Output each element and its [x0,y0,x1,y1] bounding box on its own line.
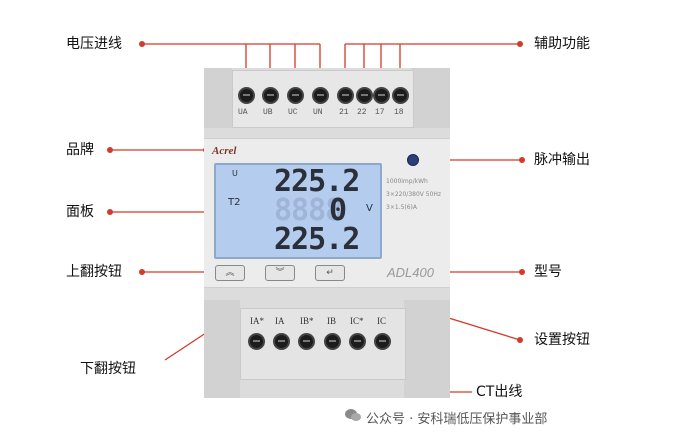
terminal-label-un: UN [313,108,323,117]
ct-label-ia-star: IA* [250,316,264,326]
page-down-button[interactable]: ︾ [265,265,295,281]
ct-screw-ib-star [298,333,315,350]
terminal-screw-uc [287,87,304,104]
terminal-label-18: 18 [394,108,404,117]
callout-page-up: 上翻按钮 [66,264,122,280]
terminal-screw-21 [337,87,354,104]
callout-aux-function: 辅助功能 [534,36,590,52]
ct-label-ib: IB [327,316,336,326]
callout-pulse-output: 脉冲输出 [534,152,590,168]
ct-screw-ia [273,333,290,350]
ct-screw-ib [324,333,341,350]
page-up-button[interactable]: ︽ [215,265,245,281]
spec-line-2: 3×220/380V 50Hz [386,191,442,198]
lcd-row-1: 225.2 [274,164,360,199]
ct-label-ic: IC [377,316,386,326]
lcd-row-2-ghost: 8888 [274,193,343,228]
ct-label-ia: IA [275,316,285,326]
terminal-screw-18 [392,87,409,104]
terminal-screw-ua [238,87,255,104]
din-rail-ear-left [204,68,232,128]
terminal-label-ub: UB [263,108,273,117]
terminal-label-uc: UC [288,108,298,117]
ct-label-ic-star: IC* [350,316,364,326]
terminal-label-21: 21 [339,108,349,117]
model-label: ADL400 [387,265,434,280]
set-button[interactable]: ↵ [315,265,345,281]
din-rail-ear-right [412,68,450,128]
spec-line-1: 1000imp/kWh [386,178,428,185]
terminal-label-ua: UA [238,108,248,117]
lcd-tariff: T2 [228,197,241,208]
watermark-text: 公众号 · 安科瑞低压保护事业部 [366,412,548,427]
ct-screw-ic [374,333,391,350]
terminal-screw-17 [373,87,390,104]
callout-brand: 品牌 [66,142,94,158]
bottom-ear-right [404,300,450,398]
ct-label-ib-star: IB* [300,316,314,326]
callout-voltage-input: 电压进线 [66,36,122,52]
callout-page-down: 下翻按钮 [80,361,136,377]
bottom-ear-left [204,300,240,398]
callout-panel: 面板 [66,204,94,220]
pulse-led-icon [407,154,419,166]
callout-set-button: 设置按钮 [534,332,590,348]
terminal-label-22: 22 [357,108,367,117]
lcd-row-3: 225.2 [274,222,360,257]
lcd-row-2: 0 [329,193,347,228]
terminal-screw-un [312,87,329,104]
ct-screw-ia-star [248,333,265,350]
terminal-label-17: 17 [375,108,385,117]
ct-screw-ic-star [349,333,366,350]
lcd-unit: V [366,203,373,214]
spec-line-3: 3×1.5(6)A [386,204,417,211]
callout-ct-input: CT出线 [476,384,523,400]
brand-logo: Acrel [212,145,237,157]
terminal-screw-22 [356,87,373,104]
terminal-screw-ub [262,87,279,104]
wechat-icon [345,409,361,421]
callout-model: 型号 [534,264,562,280]
lcd-label-u: U [232,169,238,178]
lcd-display: U T2 225.2 8888 0 225.2 V [214,163,382,259]
